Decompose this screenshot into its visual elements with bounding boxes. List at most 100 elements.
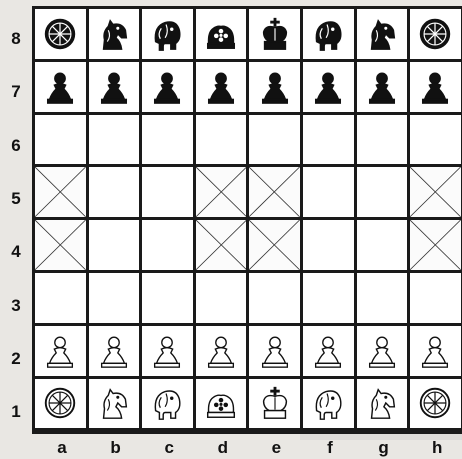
square-d1[interactable]	[196, 379, 247, 429]
square-g4[interactable]	[357, 220, 408, 270]
white-wheel-icon[interactable]	[416, 384, 454, 422]
square-h4[interactable]	[410, 220, 461, 270]
white-pawn-icon[interactable]	[416, 332, 454, 370]
black-knight-icon[interactable]	[95, 15, 133, 53]
square-c3[interactable]	[142, 273, 193, 323]
white-pawn-icon[interactable]	[41, 332, 79, 370]
square-g1[interactable]	[357, 379, 408, 429]
black-pawn-icon[interactable]	[416, 68, 454, 106]
white-ferz-icon[interactable]	[202, 384, 240, 422]
white-elephant-icon[interactable]	[148, 384, 186, 422]
cross-mark-d4	[196, 220, 247, 270]
square-a4[interactable]	[35, 220, 86, 270]
square-h2[interactable]	[410, 326, 461, 376]
square-h3[interactable]	[410, 273, 461, 323]
black-pawn-icon[interactable]	[363, 68, 401, 106]
square-c2[interactable]	[142, 326, 193, 376]
square-c6[interactable]	[142, 115, 193, 165]
file-label-b: b	[106, 438, 126, 458]
black-pawn-icon[interactable]	[256, 68, 294, 106]
square-d2[interactable]	[196, 326, 247, 376]
square-e2[interactable]	[249, 326, 300, 376]
square-f3[interactable]	[303, 273, 354, 323]
black-pawn-icon[interactable]	[309, 68, 347, 106]
square-g7[interactable]	[357, 62, 408, 112]
square-e8[interactable]	[249, 9, 300, 59]
white-pawn-icon[interactable]	[256, 332, 294, 370]
square-g3[interactable]	[357, 273, 408, 323]
square-g2[interactable]	[357, 326, 408, 376]
white-knight-icon[interactable]	[95, 384, 133, 422]
square-b2[interactable]	[89, 326, 140, 376]
square-e5[interactable]	[249, 167, 300, 217]
square-b4[interactable]	[89, 220, 140, 270]
black-wheel-icon[interactable]	[416, 15, 454, 53]
square-b1[interactable]	[89, 379, 140, 429]
square-g6[interactable]	[357, 115, 408, 165]
square-f5[interactable]	[303, 167, 354, 217]
square-g8[interactable]	[357, 9, 408, 59]
square-e1[interactable]	[249, 379, 300, 429]
white-pawn-icon[interactable]	[95, 332, 133, 370]
square-f8[interactable]	[303, 9, 354, 59]
square-d7[interactable]	[196, 62, 247, 112]
square-f1[interactable]	[303, 379, 354, 429]
square-b3[interactable]	[89, 273, 140, 323]
square-f4[interactable]	[303, 220, 354, 270]
square-f2[interactable]	[303, 326, 354, 376]
square-e7[interactable]	[249, 62, 300, 112]
square-b6[interactable]	[89, 115, 140, 165]
square-a3[interactable]	[35, 273, 86, 323]
square-c7[interactable]	[142, 62, 193, 112]
white-pawn-icon[interactable]	[148, 332, 186, 370]
square-a6[interactable]	[35, 115, 86, 165]
black-pawn-icon[interactable]	[148, 68, 186, 106]
square-d8[interactable]	[196, 9, 247, 59]
square-d6[interactable]	[196, 115, 247, 165]
square-f7[interactable]	[303, 62, 354, 112]
square-a8[interactable]	[35, 9, 86, 59]
square-d4[interactable]	[196, 220, 247, 270]
white-pawn-icon[interactable]	[202, 332, 240, 370]
black-pawn-icon[interactable]	[41, 68, 79, 106]
white-knight-icon[interactable]	[363, 384, 401, 422]
square-c8[interactable]	[142, 9, 193, 59]
square-b8[interactable]	[89, 9, 140, 59]
black-king-icon[interactable]	[256, 15, 294, 53]
square-h7[interactable]	[410, 62, 461, 112]
black-knight-icon[interactable]	[363, 15, 401, 53]
square-d5[interactable]	[196, 167, 247, 217]
square-h5[interactable]	[410, 167, 461, 217]
square-d3[interactable]	[196, 273, 247, 323]
black-ferz-icon[interactable]	[202, 15, 240, 53]
black-elephant-icon[interactable]	[309, 15, 347, 53]
square-a2[interactable]	[35, 326, 86, 376]
square-f6[interactable]	[303, 115, 354, 165]
square-g5[interactable]	[357, 167, 408, 217]
square-a1[interactable]	[35, 379, 86, 429]
rank-label-3: 3	[6, 296, 26, 316]
square-h1[interactable]	[410, 379, 461, 429]
square-c4[interactable]	[142, 220, 193, 270]
white-pawn-icon[interactable]	[363, 332, 401, 370]
square-c1[interactable]	[142, 379, 193, 429]
black-pawn-icon[interactable]	[202, 68, 240, 106]
square-b7[interactable]	[89, 62, 140, 112]
square-h8[interactable]	[410, 9, 461, 59]
black-elephant-icon[interactable]	[148, 15, 186, 53]
square-c5[interactable]	[142, 167, 193, 217]
square-e4[interactable]	[249, 220, 300, 270]
white-wheel-icon[interactable]	[41, 384, 79, 422]
square-b5[interactable]	[89, 167, 140, 217]
black-wheel-icon[interactable]	[41, 15, 79, 53]
square-a5[interactable]	[35, 167, 86, 217]
black-pawn-icon[interactable]	[95, 68, 133, 106]
square-e3[interactable]	[249, 273, 300, 323]
white-pawn-icon[interactable]	[309, 332, 347, 370]
square-h6[interactable]	[410, 115, 461, 165]
square-e6[interactable]	[249, 115, 300, 165]
white-elephant-icon[interactable]	[309, 384, 347, 422]
white-king-icon[interactable]	[256, 384, 294, 422]
square-a7[interactable]	[35, 62, 86, 112]
cross-mark-a5	[35, 167, 86, 217]
